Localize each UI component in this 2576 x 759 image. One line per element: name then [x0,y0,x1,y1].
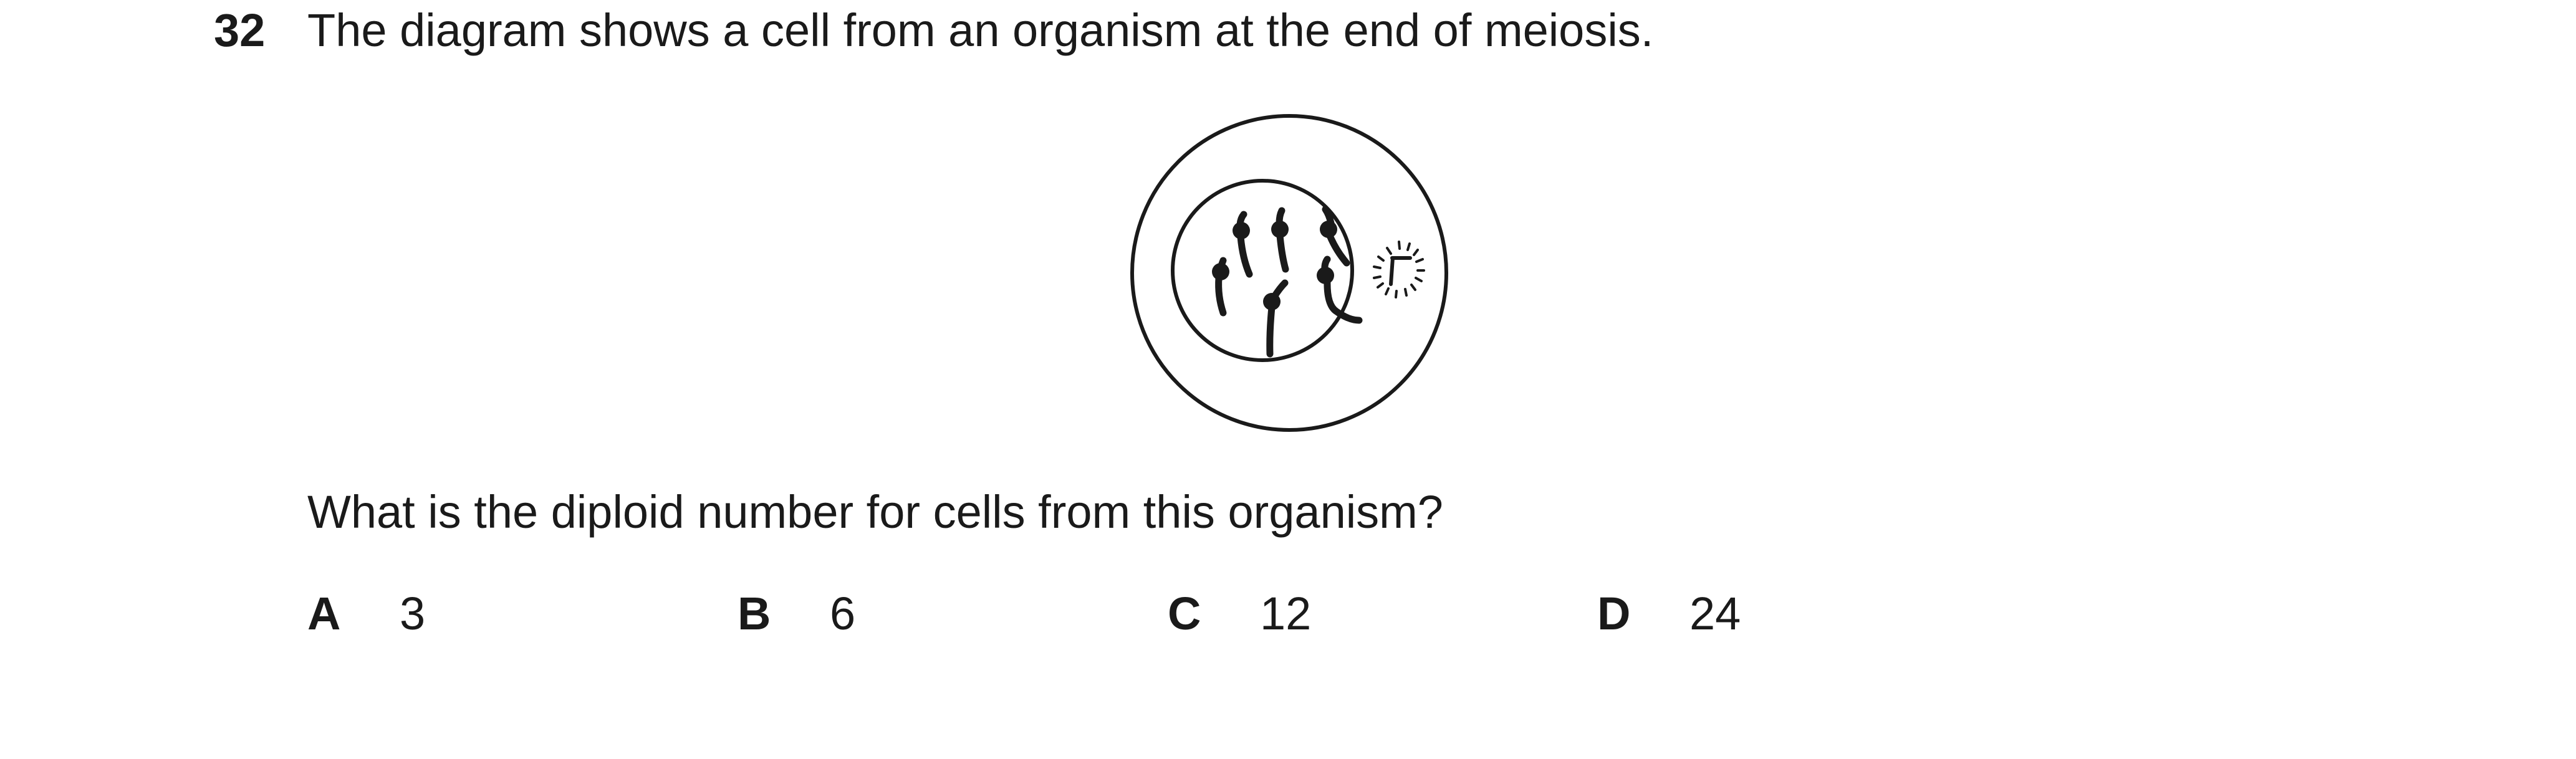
cell-diagram [1130,114,1448,432]
centromere [1263,293,1281,310]
option-letter: A [307,588,341,639]
nucleus [1171,179,1354,362]
option-letter: B [738,588,771,639]
option-value: 6 [830,588,856,639]
option-value: 24 [1689,588,1741,639]
option-value: 12 [1260,588,1312,639]
option-value: 3 [400,588,426,639]
option-letter: C [1168,588,1201,639]
centrosome [1373,241,1425,298]
question-prompt: What is the diploid number for cells fro… [307,486,1443,538]
option-letter: D [1597,588,1631,639]
question-number: 32 [214,4,266,56]
centromere [1317,267,1334,284]
chromosome [1276,207,1289,273]
centromere [1271,221,1289,238]
question-stem: The diagram shows a cell from an organis… [307,4,1654,56]
centromere [1212,263,1229,280]
centromere [1233,222,1250,239]
cell-membrane [1130,114,1448,432]
centromere [1320,221,1337,238]
